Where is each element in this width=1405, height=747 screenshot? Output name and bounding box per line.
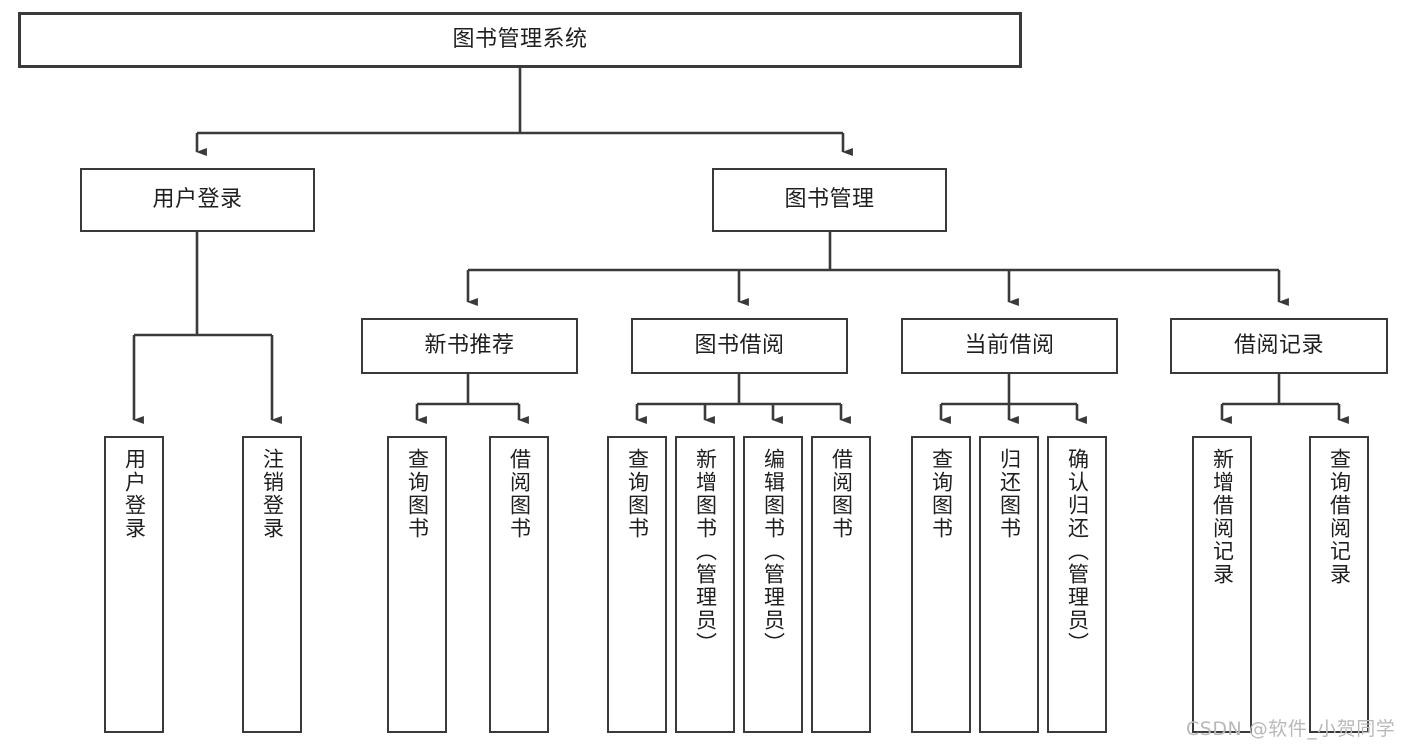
node-root-book-management-system[interactable]: 图书管理系统 bbox=[18, 12, 1022, 68]
leaf-recommend-borrow-book[interactable]: 借阅图书 bbox=[489, 436, 549, 733]
leaf-user-login-logout[interactable]: 注销登录 bbox=[242, 436, 302, 733]
leaf-borrow-query-book[interactable]: 查询图书 bbox=[607, 436, 667, 733]
node-label: 查询借阅记录 bbox=[1327, 448, 1352, 586]
node-user-login[interactable]: 用户登录 bbox=[80, 168, 315, 232]
node-label: 归还图书 bbox=[997, 448, 1022, 540]
node-label: 图书管理系统 bbox=[452, 27, 588, 53]
node-label: 当前借阅 bbox=[964, 333, 1055, 359]
node-borrow-record[interactable]: 借阅记录 bbox=[1170, 318, 1388, 374]
node-label: 用户登录 bbox=[152, 187, 243, 213]
leaf-current-confirm-return-admin[interactable]: 确认归还（管理员） bbox=[1047, 436, 1107, 733]
node-label: 新书推荐 bbox=[424, 333, 515, 359]
leaf-borrow-edit-book-admin[interactable]: 编辑图书（管理员） bbox=[743, 436, 803, 733]
node-label: 注销登录 bbox=[260, 448, 285, 540]
node-current-borrow[interactable]: 当前借阅 bbox=[901, 318, 1118, 374]
node-label: 借阅图书 bbox=[507, 448, 532, 540]
leaf-recommend-query-book[interactable]: 查询图书 bbox=[387, 436, 447, 733]
node-label: 查询图书 bbox=[405, 448, 430, 540]
node-label: 查询图书 bbox=[929, 448, 954, 540]
node-label: 新增借阅记录 bbox=[1210, 448, 1235, 586]
leaf-record-add-record[interactable]: 新增借阅记录 bbox=[1192, 436, 1252, 733]
node-label: 借阅记录 bbox=[1233, 333, 1324, 359]
leaf-borrow-borrow-book[interactable]: 借阅图书 bbox=[811, 436, 871, 733]
csdn-watermark: CSDN @软件_小贺同学 bbox=[1186, 718, 1396, 740]
leaf-user-login-login[interactable]: 用户登录 bbox=[104, 436, 164, 733]
node-book-borrow[interactable]: 图书借阅 bbox=[631, 318, 848, 374]
node-new-book-recommend[interactable]: 新书推荐 bbox=[361, 318, 578, 374]
node-label: 借阅图书 bbox=[829, 448, 854, 540]
node-label: 编辑图书（管理员） bbox=[761, 448, 786, 655]
node-label: 用户登录 bbox=[122, 448, 147, 540]
node-label: 图书管理 bbox=[784, 187, 875, 213]
leaf-record-query-record[interactable]: 查询借阅记录 bbox=[1309, 436, 1369, 733]
node-book-management[interactable]: 图书管理 bbox=[712, 168, 947, 232]
node-label: 查询图书 bbox=[625, 448, 650, 540]
leaf-current-return-book[interactable]: 归还图书 bbox=[979, 436, 1039, 733]
node-label: 确认归还（管理员） bbox=[1065, 448, 1090, 655]
node-label: 新增图书（管理员） bbox=[693, 448, 718, 655]
node-label: 图书借阅 bbox=[694, 333, 785, 359]
leaf-borrow-add-book-admin[interactable]: 新增图书（管理员） bbox=[675, 436, 735, 733]
leaf-current-query-book[interactable]: 查询图书 bbox=[911, 436, 971, 733]
